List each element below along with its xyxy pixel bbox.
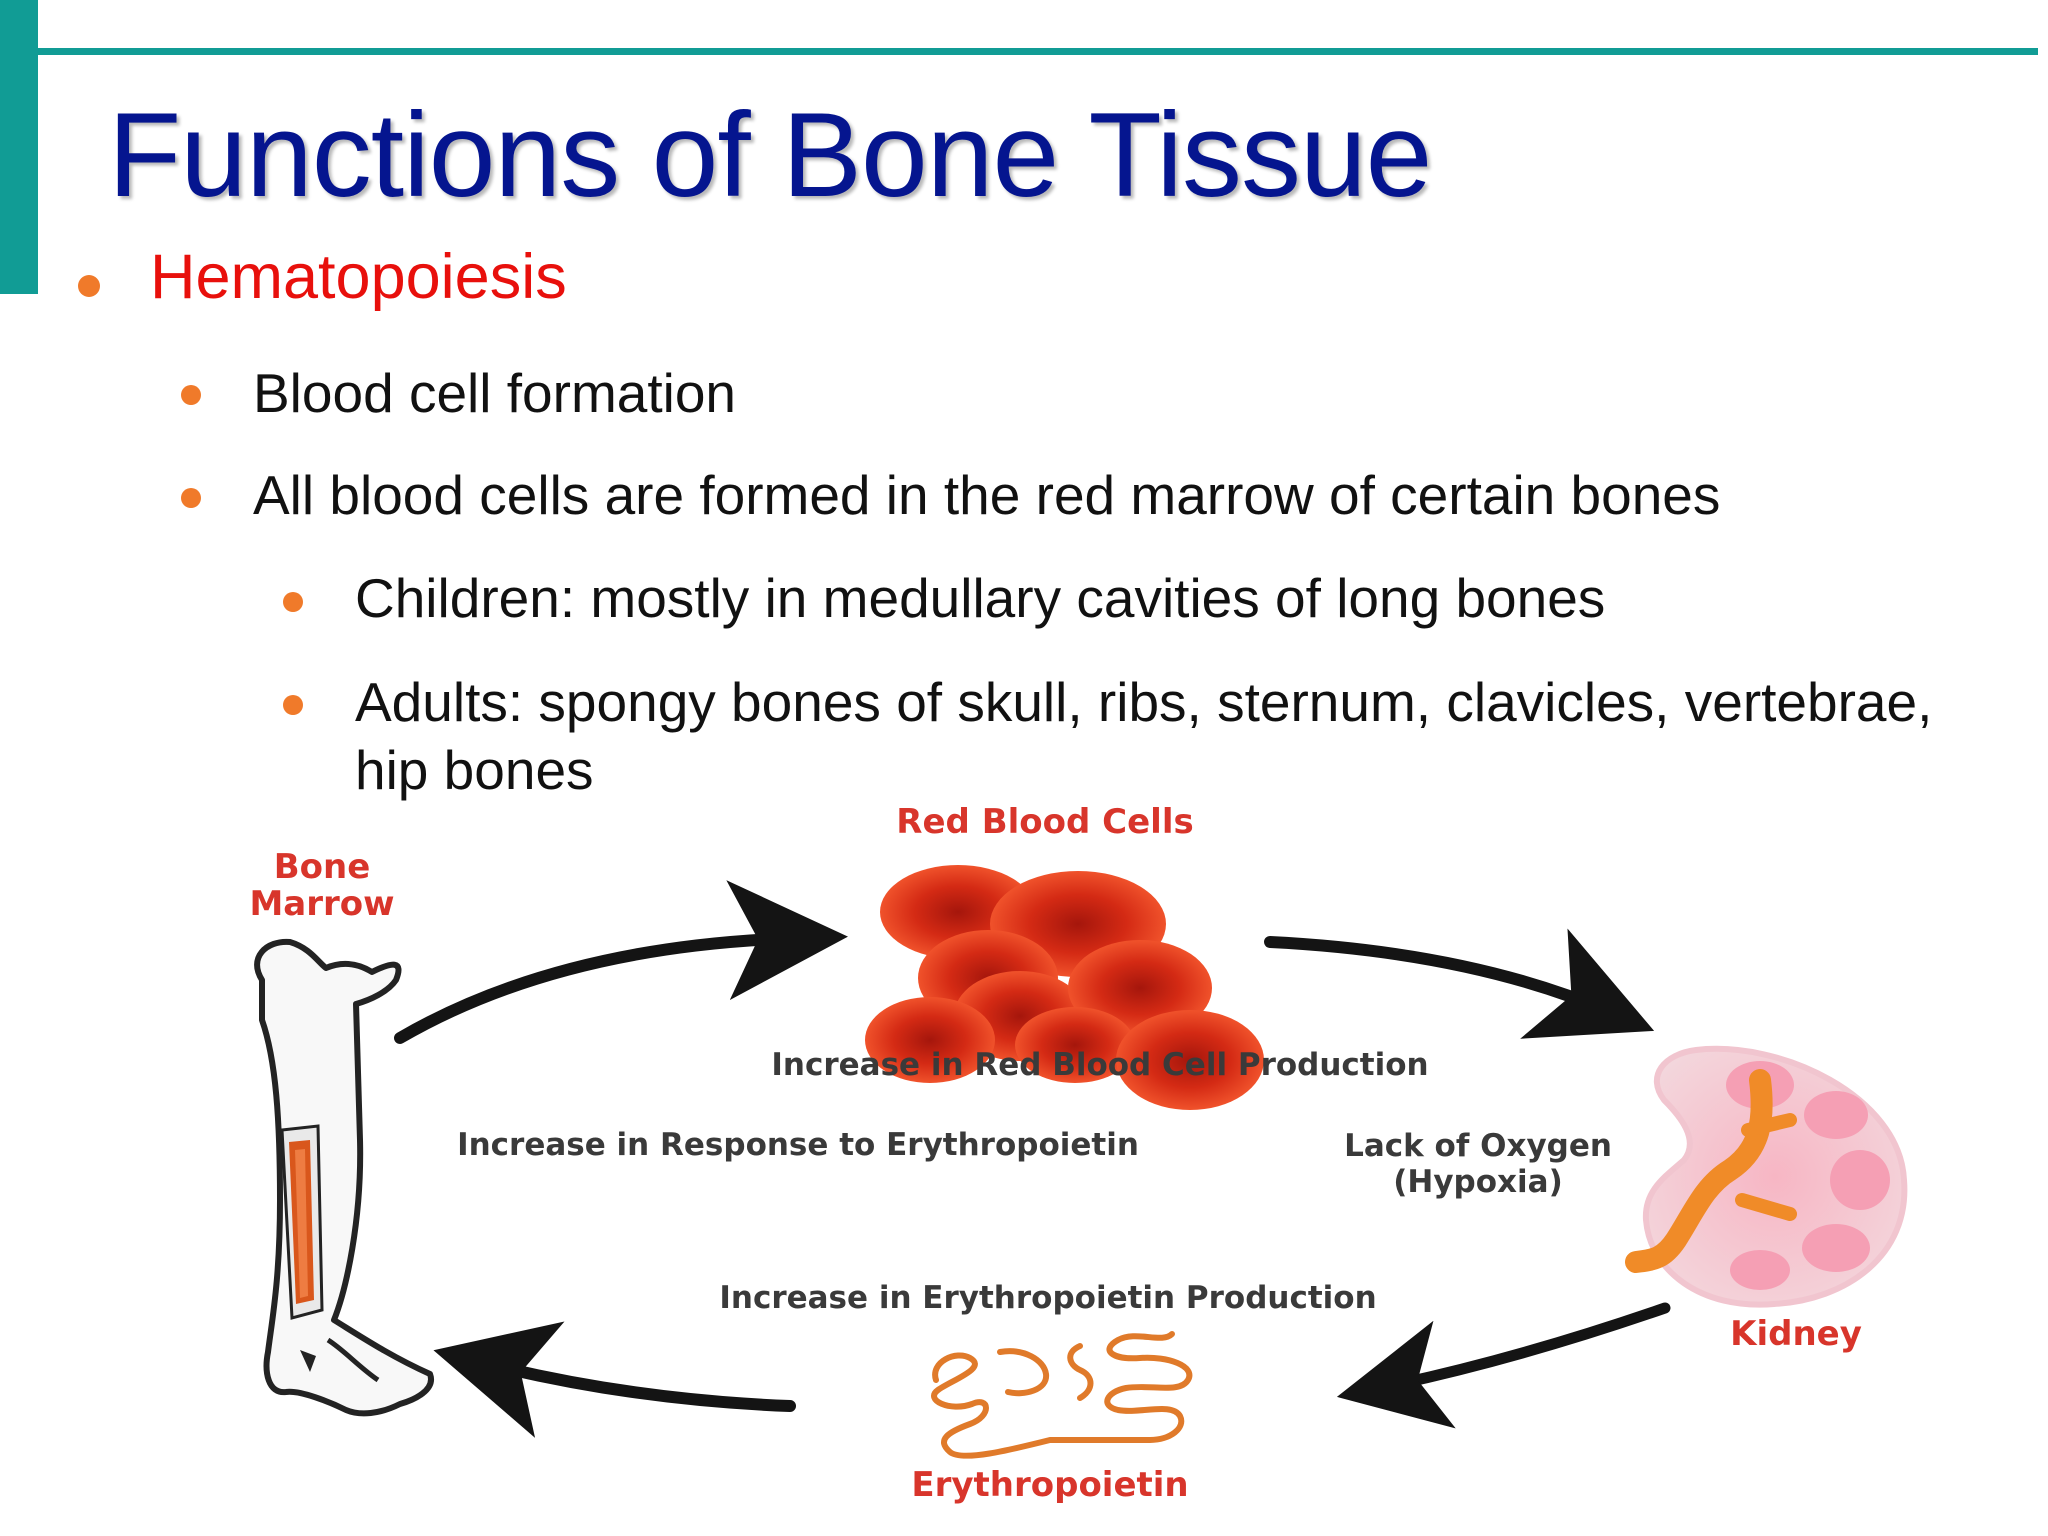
bone-image [254, 938, 434, 1417]
label-red-blood-cells: Red Blood Cells [896, 802, 1193, 842]
erythropoietin-molecule-image [931, 1331, 1193, 1459]
arrow-kidney-to-epo [1336, 1302, 1671, 1429]
bullet-dot-icon [283, 592, 303, 612]
bullet-dot-icon [181, 385, 201, 405]
bullet-hematopoiesis: Hematopoiesis [150, 242, 567, 312]
label-bone-marrow-line2: Marrow [249, 884, 394, 924]
arrow-rbc-to-kidney [1264, 928, 1655, 1039]
title-rule [38, 48, 2038, 55]
cycle-arrows [394, 880, 1671, 1438]
label-step-response: Increase in Response to Erythropoietin [457, 1127, 1139, 1163]
red-blood-cells-image [865, 865, 1264, 1110]
label-step-lack-oxygen-line2: (Hypoxia) [1393, 1164, 1563, 1200]
bullet-dot-icon [78, 275, 100, 297]
label-step-epo-production: Increase in Erythropoietin Production [719, 1280, 1376, 1316]
arrow-marrow-to-rbc [394, 880, 848, 1044]
bullet-dot-icon [181, 488, 201, 508]
label-step-lack-oxygen-line1: Lack of Oxygen [1344, 1128, 1612, 1164]
label-kidney: Kidney [1730, 1314, 1862, 1354]
kidney-image [1625, 1045, 1908, 1308]
accent-side-bar [0, 0, 38, 294]
bullet-red-marrow: All blood cells are formed in the red ma… [253, 464, 1721, 526]
label-step-rbc-production: Increase in Red Blood Cell Production [771, 1047, 1428, 1083]
slide-title: Functions of Bone Tissue [108, 88, 1432, 222]
label-bone-marrow-line1: Bone [274, 847, 371, 887]
arrow-epo-to-marrow [433, 1321, 796, 1438]
label-erythropoietin: Erythropoietin [911, 1465, 1188, 1505]
bullet-adults: Adults: spongy bones of skull, ribs, ste… [355, 671, 1933, 802]
bullet-blood-cell-formation: Blood cell formation [253, 362, 737, 424]
bullet-dot-icon [283, 695, 303, 715]
bullet-children: Children: mostly in medullary cavities o… [355, 567, 1606, 629]
